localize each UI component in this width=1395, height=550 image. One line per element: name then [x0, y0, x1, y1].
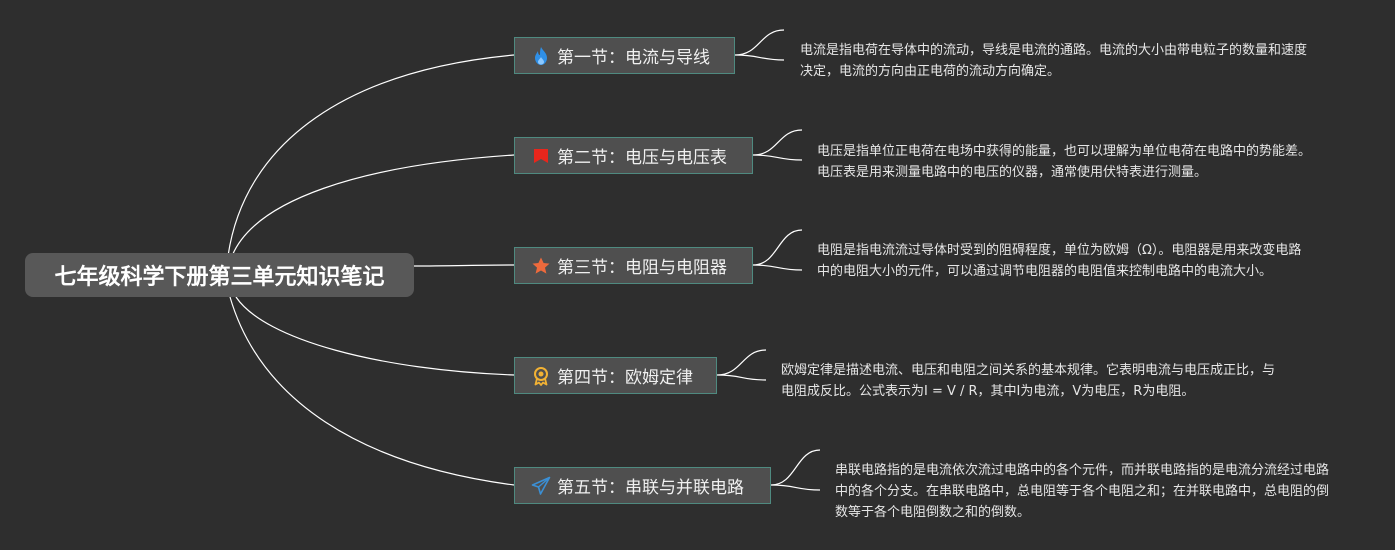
connector-topic4-note — [716, 349, 767, 381]
topic-4[interactable]: 第四节：欧姆定律 — [514, 357, 717, 394]
connector-root-topic4 — [235, 296, 515, 376]
flag-icon — [531, 146, 551, 166]
topic-5[interactable]: 第五节：串联与并联电路 — [514, 467, 771, 504]
root-topic[interactable]: 七年级科学下册第三单元知识笔记 — [25, 253, 414, 297]
topic-2-title: 第二节：电压与电压表 — [557, 148, 727, 168]
connector-topic3-note — [752, 229, 803, 271]
connector-topic2-note — [752, 129, 803, 161]
topic-1-note: 电流是指电荷在导体中的流动，导线是电流的通路。电流的大小由带电粒子的数量和速度决… — [800, 43, 1308, 79]
connector-topic5-note — [770, 449, 821, 491]
award-icon — [531, 366, 551, 386]
connector-topic1-note — [734, 29, 785, 61]
paper-plane-icon — [531, 476, 551, 496]
topic-2[interactable]: 第二节：电压与电压表 — [514, 137, 753, 174]
connector-root-topic1 — [227, 54, 515, 257]
topic-1-title: 第一节：电流与导线 — [557, 48, 710, 68]
topic-3-note: 电阻是指电流流过导体时受到的阻碍程度，单位为欧姆（Ω）。电阻器是用来改变电路中的… — [817, 243, 1302, 279]
topic-3-title: 第三节：电阻与电阻器 — [557, 258, 727, 278]
topic-5-note: 串联电路指的是电流依次流过电路中的各个元件，而并联电路指的是电流分流经过电路中的… — [835, 463, 1330, 520]
topic-2-note: 电压是指单位正电荷在电场中获得的能量，也可以理解为单位电荷在电路中的势能差。电压… — [817, 144, 1312, 180]
topic-4-title: 第四节：欧姆定律 — [557, 368, 693, 388]
topic-1[interactable]: 第一节：电流与导线 — [514, 37, 735, 74]
topic-3[interactable]: 第三节：电阻与电阻器 — [514, 247, 753, 284]
connector-root-topic3 — [413, 264, 515, 267]
flame-icon — [531, 46, 551, 66]
topic-5-title: 第五节：串联与并联电路 — [557, 478, 744, 498]
star-icon — [531, 256, 551, 276]
connector-root-topic2 — [231, 154, 515, 257]
connector-root-topic5 — [229, 296, 515, 486]
topic-4-note: 欧姆定律是描述电流、电压和电阻之间关系的基本规律。它表明电流与电压成正比，与电阻… — [781, 363, 1276, 399]
